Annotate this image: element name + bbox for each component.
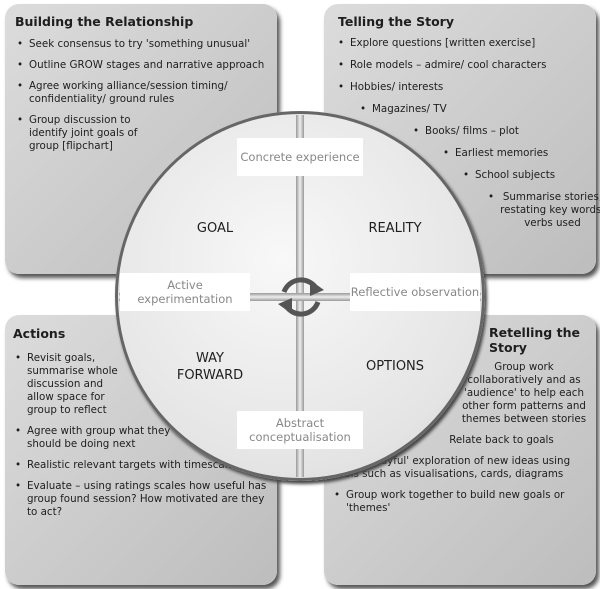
reflective-observation-label: Reflective observation — [350, 273, 480, 311]
list-item: Hobbies/ interests — [338, 81, 593, 94]
panel-title: Actions — [13, 326, 66, 341]
list-item: Summarise stories, restating key words/ … — [488, 191, 600, 230]
list-item: Explore questions [written exercise] — [338, 37, 593, 50]
list-item: Evaluate – using ratings scales how usef… — [15, 480, 270, 519]
way-forward-label: WAY FORWARD — [176, 351, 244, 383]
options-label: OPTIONS — [365, 359, 425, 374]
panel-title: Building the Relationship — [15, 14, 194, 29]
abstract-conceptualisation-label: Abstract conceptualisation — [237, 411, 363, 449]
list-item: Relate back to goals — [449, 434, 554, 446]
list-item: Earliest memories — [443, 147, 593, 160]
concrete-experience-label: Concrete experience — [237, 138, 363, 176]
list-item: Books/ films – plot — [413, 125, 593, 138]
goal-label: GOAL — [196, 221, 234, 236]
list-item: Seek consensus to try 'something unusual… — [17, 38, 272, 51]
list-item: Group 'playful' exploration of new ideas… — [334, 455, 571, 480]
horizontal-divider — [119, 293, 481, 301]
active-experimentation-label: Active experimentation — [120, 273, 250, 311]
list-item: Agree working alliance/session timing/ c… — [17, 80, 272, 106]
list-item: School subjects — [463, 169, 593, 182]
list-item: Agree with group what they should be doi… — [15, 425, 197, 451]
list-item: Role models – admire/ cool characters — [338, 59, 593, 72]
reality-label: REALITY — [368, 221, 422, 236]
list-item: Realistic relevant targets with timescal… — [15, 459, 270, 472]
list-item: Group discussion to identify joint goals… — [17, 114, 147, 153]
cycle-arrows-icon — [278, 277, 324, 317]
list-item: Magazines/ TV — [360, 103, 593, 116]
list-item: Group work together to build new goals o… — [334, 489, 589, 515]
list-item: Outline GROW stages and narrative approa… — [17, 59, 272, 72]
list-item: Group work collaboratively and as 'audie… — [461, 361, 587, 425]
list-item: Revisit goals, summarise whole discussio… — [15, 352, 127, 417]
panel-title: Retelling the Story — [489, 325, 580, 355]
panel-title: Telling the Story — [338, 14, 454, 29]
